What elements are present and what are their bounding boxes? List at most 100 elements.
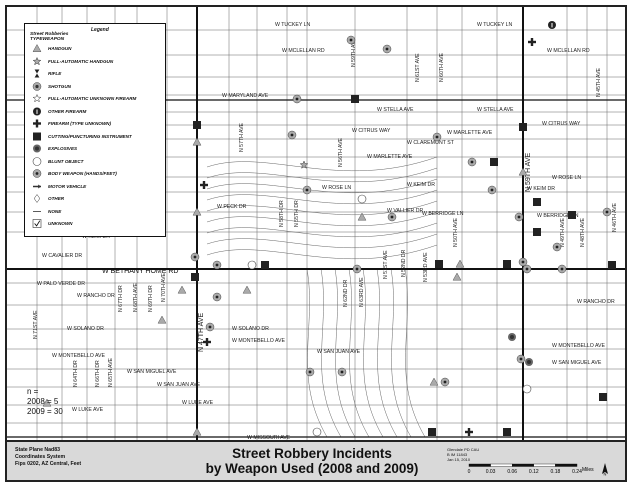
street-label: W MONTEBELLO AVE xyxy=(52,353,105,359)
legend-item: BLUNT OBJECT xyxy=(30,156,83,167)
star-icon xyxy=(299,160,309,169)
legend-symbol xyxy=(33,119,41,128)
street-label: W VALLIER DR xyxy=(387,208,423,214)
street-label: W KEIM DR xyxy=(407,182,435,188)
street-label: W SOLANO DR xyxy=(67,326,104,332)
legend-symbol xyxy=(33,107,41,115)
street-label: W BERRIDGE LN xyxy=(422,211,464,217)
arrow-icon xyxy=(33,184,41,188)
legend-symbol xyxy=(33,194,41,203)
legend-title: Legend xyxy=(91,27,109,33)
curvy-street xyxy=(404,268,426,438)
dot-circle-icon xyxy=(432,132,442,142)
curvy-street xyxy=(206,156,438,172)
triangle-icon xyxy=(42,398,52,407)
scale-tick-label: 0.06 xyxy=(507,469,517,475)
square-icon xyxy=(193,121,201,129)
street-label: N 66TH DR xyxy=(95,360,101,387)
street-label: N 46TH AVE xyxy=(612,202,618,232)
square-icon xyxy=(608,261,616,269)
street-label: W MONTEBELLO AVE xyxy=(552,343,605,349)
street-label: N 67TH DR xyxy=(118,285,124,312)
circle-icon xyxy=(357,194,367,204)
curvy-street xyxy=(376,268,398,438)
dot-circle-icon xyxy=(516,354,526,364)
square-icon xyxy=(428,428,436,436)
scale-tick-label: 0.12 xyxy=(529,469,539,475)
street-label: W MCLELLAN RD xyxy=(282,48,325,54)
legend-item-label: NONE xyxy=(48,208,62,214)
street-label: W PECK DR xyxy=(217,204,247,210)
legend-item-label: RIFLE xyxy=(48,71,62,76)
circle-icon xyxy=(32,156,42,166)
triangle-icon xyxy=(192,427,202,436)
street-label: N 50TH AVE xyxy=(453,217,459,247)
square-icon xyxy=(503,428,511,436)
curvy-street xyxy=(206,244,438,260)
info-circle-icon xyxy=(33,107,41,115)
street-label: W TUCKEY LN xyxy=(477,22,513,28)
street-label: W MARLETTE AVE xyxy=(447,130,493,136)
circle-icon xyxy=(247,260,257,270)
legend-symbol xyxy=(32,156,42,166)
scale-segment xyxy=(490,463,513,467)
street-label: W MONTEBELLO AVE xyxy=(232,338,285,344)
legend-item-label: BODY WEAPON (HANDS/FEET) xyxy=(48,171,117,176)
street-label: W RANCHO DR xyxy=(577,299,615,305)
street-label: W MCLELLAN RD xyxy=(547,48,590,54)
star-icon xyxy=(32,56,42,65)
scale-tick-label: 0.03 xyxy=(486,469,496,475)
legend-item: FULL-AUTOMATIC HANDGUN xyxy=(30,56,113,67)
dot-circle-icon xyxy=(205,322,215,332)
source-line3: Jan 15, 2010 xyxy=(447,457,471,462)
legend-heading-line2: TYPEWEAPON xyxy=(30,37,65,43)
street-label: N 55TH DR xyxy=(294,200,300,227)
info-circle-icon xyxy=(548,21,556,29)
triangle-icon xyxy=(518,167,528,176)
hourglass-icon xyxy=(34,69,40,78)
legend-item-label: FULL-AUTOMATIC HANDGUN xyxy=(48,58,114,64)
street-label: N 69TH DR xyxy=(148,285,154,312)
curvy-street xyxy=(206,211,438,227)
street-label: N 71ST AVE xyxy=(33,310,39,339)
legend-symbol xyxy=(32,169,42,178)
map-title-line1: Street Robbery Incidents xyxy=(232,446,392,461)
legend-symbol xyxy=(32,219,42,228)
curvy-street xyxy=(390,268,412,438)
dot-circle-icon xyxy=(190,252,200,262)
dot-circle-icon xyxy=(292,94,302,104)
dot-circle-icon xyxy=(287,130,297,140)
triangle-icon xyxy=(455,259,465,268)
legend-symbol xyxy=(33,184,41,188)
curvy-street xyxy=(206,222,438,238)
major-road-label: N 47TH AVE xyxy=(198,313,205,352)
street-label: W CLAREMONT ST xyxy=(407,140,455,146)
explosion-icon xyxy=(525,358,533,366)
major-road-label: N 59TH AVE xyxy=(525,153,532,192)
street-label: W KEIM DR xyxy=(82,234,110,240)
square-icon xyxy=(351,95,359,103)
dot-circle-icon xyxy=(487,185,497,195)
scale-tick-label: 0 xyxy=(468,469,471,475)
legend-item: EXPLOSIVES xyxy=(30,143,77,154)
legend-item: SHOTGUN xyxy=(30,81,71,92)
square-icon xyxy=(568,211,576,219)
street-label: N 58TH DR xyxy=(279,200,285,227)
street-label: W CITRUS WAY xyxy=(542,121,581,127)
footer-bar: State Plane Nad83 Coordinates System Fip… xyxy=(7,440,625,480)
scale-bar-graphic xyxy=(468,463,578,467)
dot-circle-icon xyxy=(382,44,392,54)
street-label: W SAN JUAN AVE xyxy=(317,349,361,355)
street-label: N 49TH AVE xyxy=(560,217,566,247)
dot-circle-icon xyxy=(337,367,347,377)
legend-item-label: HANDGUN xyxy=(48,46,72,51)
dot-circle-icon xyxy=(602,207,612,217)
dot-circle-icon xyxy=(518,257,528,267)
street-label: N 57TH AVE xyxy=(239,122,245,152)
cross-icon xyxy=(528,38,536,46)
triangle-icon xyxy=(357,212,367,221)
legend-symbol xyxy=(33,210,41,212)
dot-circle-icon xyxy=(552,242,562,252)
